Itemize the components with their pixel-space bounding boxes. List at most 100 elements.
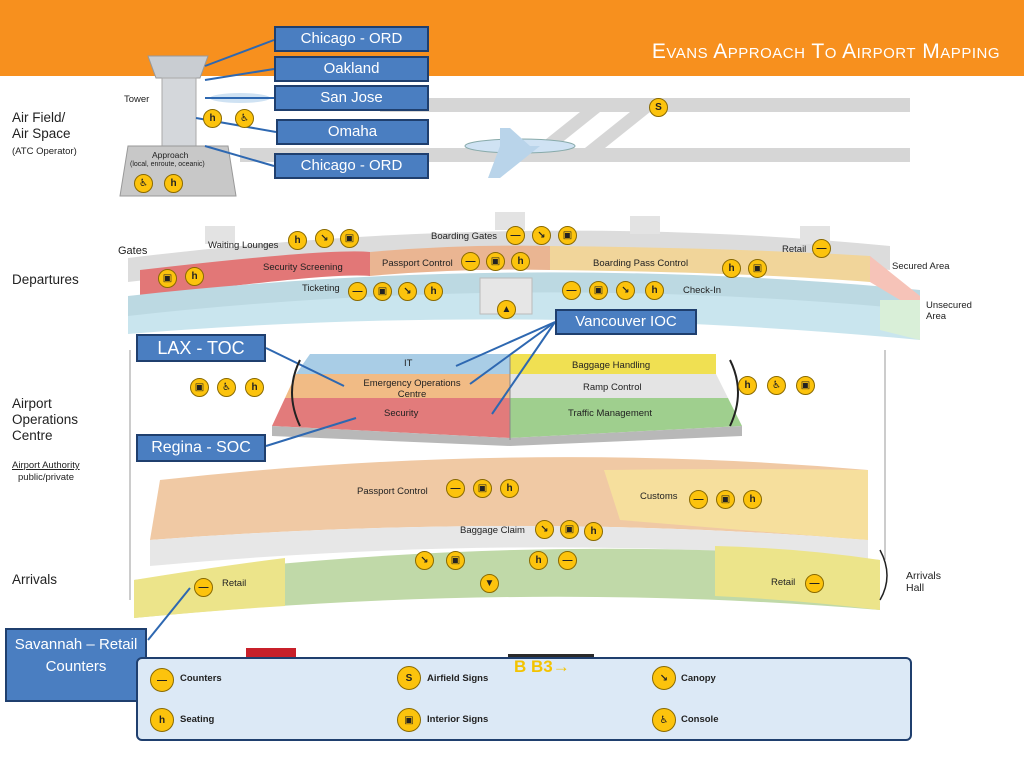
interior-sign-icon: ▣: [473, 479, 492, 498]
security-aoc-label: Security: [384, 408, 419, 419]
secured-area-label: Secured Area: [892, 261, 950, 272]
interior-sign-icon: ▣: [158, 269, 177, 288]
console-icon: ♿: [217, 378, 236, 397]
aoc-label: Airport Operations Centre: [12, 396, 78, 444]
interior-sign-icon: ▣: [796, 376, 815, 395]
baggage-claim-label: Baggage Claim: [460, 525, 525, 536]
approach-sub-label: (local, enroute, oceanic): [130, 161, 205, 168]
counter-icon: —: [689, 490, 708, 509]
interior-sign-icon: ▣: [716, 490, 735, 509]
airfield-label: Air Field/ Air Space: [12, 110, 71, 142]
interior-sign-icon: ▣: [589, 281, 608, 300]
legend: [136, 657, 912, 741]
callout-oakland: Oakland: [274, 56, 429, 82]
interior-sign-icon: ▣: [446, 551, 465, 570]
baggage-handling-label: Baggage Handling: [572, 360, 651, 371]
canopy-icon: ↘: [532, 226, 551, 245]
callout-regina-soc: Regina - SOC: [136, 434, 266, 462]
eoc-label: Emergency Operations Centre: [360, 378, 464, 400]
interior-sign-icon: ▣: [748, 259, 767, 278]
check-in-label: Check-In: [683, 285, 722, 296]
arrivals-hall-line1: Arrivals: [906, 570, 942, 582]
canopy-icon: ↘: [398, 282, 417, 301]
seating-icon: h: [424, 282, 443, 301]
legend-counters: Counters: [180, 673, 222, 684]
atc-operator-label: (ATC Operator): [12, 146, 77, 157]
aoc-label-line2: Operations: [12, 412, 79, 427]
seating-icon: h: [645, 281, 664, 300]
canopy-icon: ↘: [315, 229, 334, 248]
aoc-block: [272, 354, 742, 446]
eoc-line1: Emergency Operations: [363, 378, 461, 389]
counter-icon: —: [194, 578, 213, 597]
interior-sign-icon: ▣: [560, 520, 579, 539]
legend-canopy: Canopy: [681, 673, 716, 684]
seating-icon: h: [203, 109, 222, 128]
callout-lax-toc: LAX - TOC: [136, 334, 266, 362]
ramp-control-label: Ramp Control: [583, 382, 642, 393]
waiting-lounges-label: Waiting Lounges: [208, 240, 279, 251]
interior-sign-icon: ▣: [340, 229, 359, 248]
gates-label: Gates: [118, 245, 148, 257]
callout-savannah-retail: Savannah – Retail Counters: [5, 628, 147, 702]
legend-airfield-signs: Airfield Signs: [427, 673, 489, 684]
legend-interior-signs: Interior Signs: [427, 714, 489, 725]
departures-label: Departures: [12, 272, 79, 287]
airfield-sign-sample: B B3→: [514, 657, 570, 676]
interior-sign-icon: ▣: [486, 252, 505, 271]
retail-arrivals-left-label: Retail: [222, 578, 247, 589]
canopy-icon: ↘: [415, 551, 434, 570]
console-icon: ♿: [767, 376, 786, 395]
canopy-icon: ↘: [652, 666, 676, 690]
section-dividers: [129, 350, 886, 600]
plane-icon: [464, 128, 576, 178]
unsecured-line1: Unsecured: [926, 300, 972, 311]
interior-sign-icon: ▣: [373, 282, 392, 301]
seating-icon: h: [185, 267, 204, 286]
arrivals-hall-line2: Hall: [906, 582, 925, 594]
interior-sign-icon: ▣: [558, 226, 577, 245]
seating-icon: h: [164, 174, 183, 193]
public-private-label: public/private: [18, 472, 74, 483]
console-icon: ♿: [235, 109, 254, 128]
boarding-pass-control-label: Boarding Pass Control: [593, 258, 689, 269]
approach-label: Approach: [152, 150, 189, 160]
counter-icon: —: [506, 226, 525, 245]
counter-icon: —: [461, 252, 480, 271]
arrivals-hall-label: Arrivals Hall: [906, 570, 941, 594]
it-label: IT: [404, 358, 413, 369]
retail-arrivals-right-label: Retail: [771, 577, 796, 588]
eoc-line2: Centre: [397, 389, 427, 400]
tower-label: Tower: [124, 94, 150, 105]
seating-icon: h: [288, 231, 307, 250]
seating-icon: h: [584, 522, 603, 541]
page-title: Evans Approach To Airport Mapping: [651, 40, 1000, 63]
passport-control-arrivals-label: Passport Control: [357, 486, 428, 497]
up-arrow-icon: ▲: [497, 300, 516, 319]
unsecured-area-label: Unsecured Area: [926, 300, 972, 322]
aoc-label-line3: Centre: [12, 428, 53, 443]
callout-chicago-ord-2: Chicago - ORD: [274, 153, 429, 179]
console-icon: ♿: [134, 174, 153, 193]
retail-departures-label: Retail: [782, 244, 807, 255]
aoc-label-line1: Airport: [12, 396, 52, 411]
callout-san-jose: San Jose: [274, 85, 429, 111]
console-icon: ♿: [652, 708, 676, 732]
arrivals-label: Arrivals: [12, 572, 58, 587]
seating-icon: h: [150, 708, 174, 732]
counter-icon: —: [812, 239, 831, 258]
security-screening-label: Security Screening: [263, 262, 343, 273]
interior-sign-icon: ▣: [397, 708, 421, 732]
unsecured-line2: Area: [926, 311, 947, 322]
interior-sign-icon: ▣: [190, 378, 209, 397]
airfield-label-line1: Air Field/: [12, 110, 66, 125]
callout-chicago-ord-1: Chicago - ORD: [274, 26, 429, 52]
airfield-label-line2: Air Space: [12, 126, 71, 141]
counter-icon: —: [446, 479, 465, 498]
passport-control-departures-label: Passport Control: [382, 258, 453, 269]
callout-vancouver-ioc: Vancouver IOC: [555, 309, 697, 335]
counter-icon: —: [150, 668, 174, 692]
canopy-icon: ↘: [616, 281, 635, 300]
seating-icon: h: [500, 479, 519, 498]
